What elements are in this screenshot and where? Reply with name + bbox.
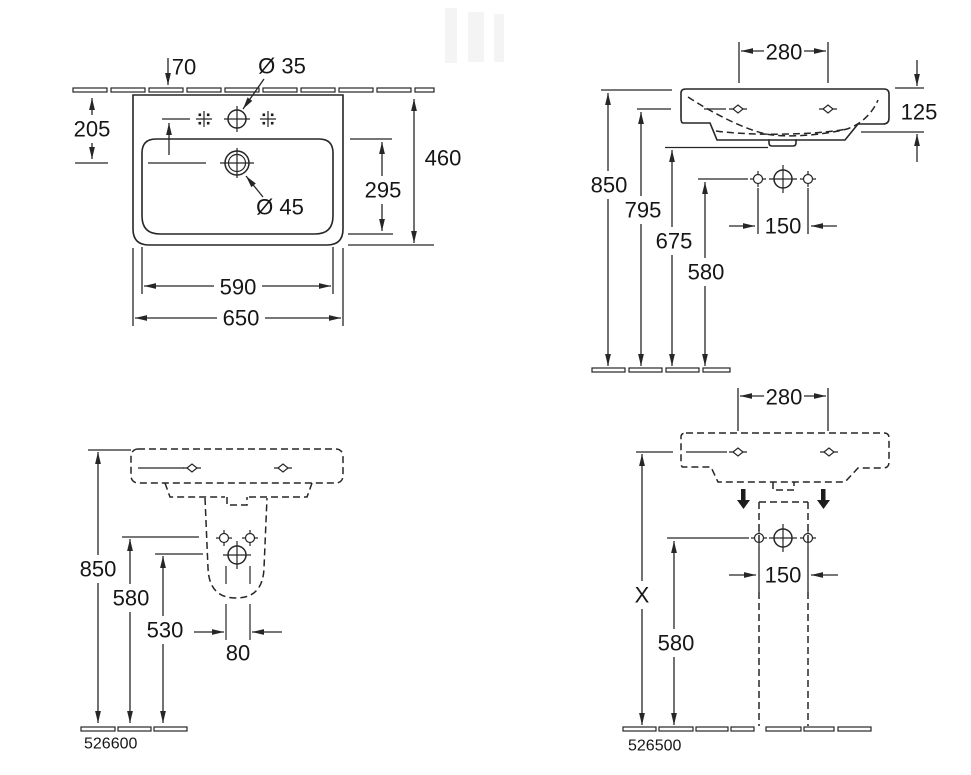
dia45-label: Ø 45 — [256, 195, 304, 220]
fixing-hole-left — [182, 463, 202, 473]
dim-580: 580 — [688, 178, 748, 366]
drain-hole — [148, 148, 254, 178]
dim-70-label: 70 — [172, 55, 196, 80]
dim-580: 580 — [658, 537, 749, 725]
install-arrow-left — [737, 489, 750, 509]
view-pedestal-front: 850 580 530 80 526600 — [80, 448, 344, 753]
dim-150-label: 150 — [765, 214, 802, 239]
fixing-hole-right — [273, 463, 293, 473]
view-top: 70 Ø 35 205 460 295 Ø 45 — [72, 54, 462, 331]
basin-underside-dashed — [164, 482, 313, 498]
dim-205: 205 — [74, 98, 111, 164]
dim-795-label: 795 — [625, 198, 662, 223]
dim-125: 125 — [861, 60, 937, 162]
view-pedestal-side: 280 X 580 150 526500 — [622, 385, 890, 755]
dim-460-label: 460 — [425, 146, 462, 171]
fixing-hole-left — [728, 104, 748, 114]
dim-590-label: 590 — [220, 275, 257, 300]
basin-outer-outline — [132, 94, 344, 246]
scan-smudges — [445, 8, 504, 63]
dim-295: 295 — [348, 138, 402, 235]
drain-stub — [768, 139, 797, 147]
dia35-leader — [242, 78, 265, 110]
dim-280: 280 — [737, 385, 829, 431]
basin-inner-bowl — [141, 138, 334, 235]
dim-850-label: 850 — [80, 557, 117, 582]
supply-hole-left — [215, 529, 233, 547]
wall-hatch — [72, 87, 435, 93]
waste-pipe-lines — [225, 566, 251, 640]
waste-hole — [768, 523, 798, 553]
dim-530-label: 530 — [147, 618, 184, 643]
dim-650: 650 — [132, 248, 344, 331]
drain-stub-dashed — [226, 497, 248, 506]
floor-hatch — [591, 367, 731, 373]
tap-hole-center — [224, 106, 250, 132]
dim-850: 850 — [591, 89, 672, 366]
tap-hole-option-right — [259, 110, 277, 128]
dim-x-label: X — [635, 583, 650, 608]
dim-580-label: 580 — [113, 586, 150, 611]
supply-hole-right — [799, 170, 817, 188]
fixing-hole-right — [818, 104, 838, 114]
fixing-hole-right — [819, 447, 839, 457]
dim-80-label: 80 — [226, 641, 250, 666]
dim-205-label: 205 — [74, 117, 111, 142]
dim-295-label: 295 — [365, 178, 402, 203]
bowl-bottom-dashed — [715, 128, 847, 135]
floor-hatch — [622, 726, 872, 732]
view-front: 280 125 850 795 675 — [591, 40, 937, 373]
dim-80: 80 — [194, 629, 282, 666]
basin-dashed — [680, 432, 890, 483]
product-code-526600: 526600 — [84, 736, 137, 753]
tap-hole-option-left — [195, 110, 213, 128]
dim-650-label: 650 — [223, 306, 260, 331]
dim-125-label: 125 — [901, 100, 938, 125]
basin-dashed — [130, 448, 344, 484]
basin-profile-outline — [680, 88, 890, 141]
dim-460: 460 — [348, 99, 462, 246]
fixing-hole-left — [728, 447, 748, 457]
product-code-526500: 526500 — [628, 738, 681, 755]
supply-hole-left — [749, 170, 767, 188]
dim-150: 150 — [729, 546, 838, 592]
dia35-label: Ø 35 — [258, 54, 306, 79]
dim-530: 530 — [147, 553, 203, 723]
bowl-curve-dashed — [687, 96, 879, 137]
waste-hole — [222, 540, 252, 570]
dim-150: 150 — [729, 188, 837, 239]
pedestal-dashed — [758, 501, 809, 726]
install-arrow-right — [817, 489, 830, 509]
floor-hatch — [80, 726, 188, 732]
supply-hole-right — [241, 529, 259, 547]
dim-850-label: 850 — [591, 173, 628, 198]
pedestal-dashed — [204, 497, 268, 599]
dim-580: 580 — [113, 536, 199, 723]
dim-675: 675 — [656, 146, 768, 366]
dim-580-label: 580 — [688, 260, 725, 285]
dim-280-label: 280 — [766, 40, 803, 65]
dim-795: 795 — [625, 108, 671, 366]
dim-675-label: 675 — [656, 229, 693, 254]
dia45-leader — [245, 175, 264, 198]
drain-stub-dashed — [772, 482, 795, 491]
dim-280: 280 — [738, 40, 829, 83]
dim-x: X — [635, 451, 673, 725]
dim-280-label: 280 — [766, 385, 803, 410]
dim-580-label: 580 — [658, 631, 695, 656]
dim-150-label: 150 — [765, 563, 802, 588]
dim-590: 590 — [141, 247, 334, 300]
dim-850: 850 — [80, 449, 131, 723]
waste-hole — [768, 164, 798, 194]
